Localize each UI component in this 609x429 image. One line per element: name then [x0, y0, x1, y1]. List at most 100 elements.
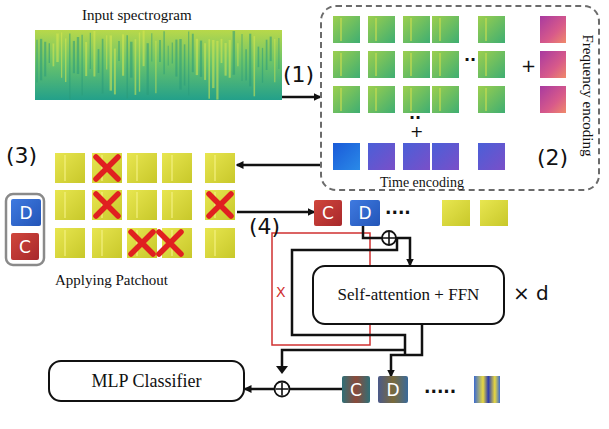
add-symbol [382, 231, 396, 245]
patch [92, 228, 122, 258]
patch [55, 228, 85, 258]
patch [403, 16, 430, 43]
spectrogram-stroke [200, 41, 202, 77]
spectrogram-stroke [168, 46, 169, 66]
patch-stroke [439, 53, 441, 76]
annotation: ..... [424, 377, 456, 397]
patch [333, 16, 360, 43]
caption: Applying Patchout [55, 272, 168, 289]
spectrogram-stroke [106, 35, 107, 69]
freq-patch [540, 86, 566, 113]
patch-stroke [439, 88, 441, 111]
caption: Time encoding [380, 175, 464, 191]
process-box: Self-attention + FFN [312, 265, 505, 325]
patch [92, 190, 122, 220]
spectrogram-texture [37, 30, 279, 99]
annotation: × d [513, 281, 549, 305]
patch-stroke [136, 192, 138, 218]
annotation: X [276, 284, 286, 300]
spectrogram-stroke [274, 39, 275, 82]
spectrogram-stroke [110, 35, 112, 90]
patch [432, 51, 459, 78]
spectrogram-stroke [65, 38, 66, 82]
caption: Input spectrogram [82, 7, 192, 24]
patch [162, 153, 192, 183]
spectrogram-stroke [216, 41, 218, 100]
spectrogram-stroke [179, 39, 181, 90]
patch [480, 200, 508, 226]
patch [55, 153, 85, 183]
spectrogram-stroke [245, 49, 247, 80]
spectrogram-stroke [188, 32, 189, 96]
patch-stroke [214, 155, 216, 181]
drop-mark [131, 232, 153, 254]
spectrogram-stroke [73, 41, 75, 73]
spectrogram-stroke [122, 34, 124, 75]
spectrogram-stroke [233, 31, 235, 75]
token-box: C [342, 376, 370, 403]
time-patch [403, 143, 430, 170]
patch [92, 153, 122, 183]
connector [237, 164, 320, 167]
drop-mark [209, 194, 231, 216]
connector [282, 96, 320, 99]
connector [237, 211, 314, 214]
spectrogram-stroke [40, 39, 42, 80]
process-box: MLP Classifier [48, 360, 245, 402]
spectrogram [35, 30, 282, 100]
patch [205, 153, 235, 183]
connector [391, 325, 422, 376]
patch-stroke [214, 230, 216, 256]
spectrogram-stroke [81, 35, 82, 96]
callout-number: (2) [537, 145, 568, 170]
patch-grid [55, 16, 566, 403]
node-label: D [358, 203, 371, 223]
patch [368, 86, 395, 113]
patch-stroke [171, 192, 173, 218]
spectrogram-stroke [266, 40, 268, 70]
spectrogram-stroke [69, 33, 70, 99]
spectrogram-stroke [130, 42, 132, 78]
patch [127, 153, 157, 183]
add-symbol [275, 382, 290, 397]
patch-stroke [375, 88, 377, 111]
spectrogram-stroke [237, 43, 238, 66]
freq-patch [540, 16, 566, 43]
patch-stroke [375, 53, 377, 76]
patch-stroke [136, 155, 138, 181]
spectrogram-stroke [61, 32, 62, 77]
patch [403, 51, 430, 78]
connector [245, 388, 342, 391]
arrow-head [276, 366, 288, 374]
patch-stroke [410, 18, 412, 41]
spectrogram-stroke [90, 33, 91, 69]
spectrogram-stroke [135, 39, 137, 95]
patch-stroke [439, 18, 441, 41]
spectrogram-stroke [85, 42, 87, 76]
patch [127, 228, 157, 258]
patch-stroke [64, 230, 66, 256]
spectrogram-stroke [212, 40, 214, 88]
token-box: D [11, 199, 41, 226]
patch-stroke [485, 18, 487, 41]
patch [478, 51, 505, 78]
spectrogram-stroke [163, 31, 164, 74]
node-label: MLP Classifier [92, 371, 202, 392]
patch [127, 190, 157, 220]
patch [478, 86, 505, 113]
spectrogram-stroke [258, 47, 260, 68]
spectrogram-stroke [172, 42, 173, 63]
spectrogram-stroke [192, 34, 194, 72]
spectrogram-stroke [147, 43, 149, 95]
figure-region: Applying Patchout [52, 150, 237, 292]
patch-stroke [171, 155, 173, 181]
spectrogram-stroke [56, 34, 58, 62]
drop-mark [96, 157, 118, 179]
token-box: D [378, 376, 408, 403]
patchout-marks [96, 157, 231, 254]
patch-stroke [64, 192, 66, 218]
patch-stroke [340, 88, 342, 111]
spectrogram-stroke [143, 30, 145, 66]
annotation: .. [464, 46, 476, 65]
patch [333, 86, 360, 113]
